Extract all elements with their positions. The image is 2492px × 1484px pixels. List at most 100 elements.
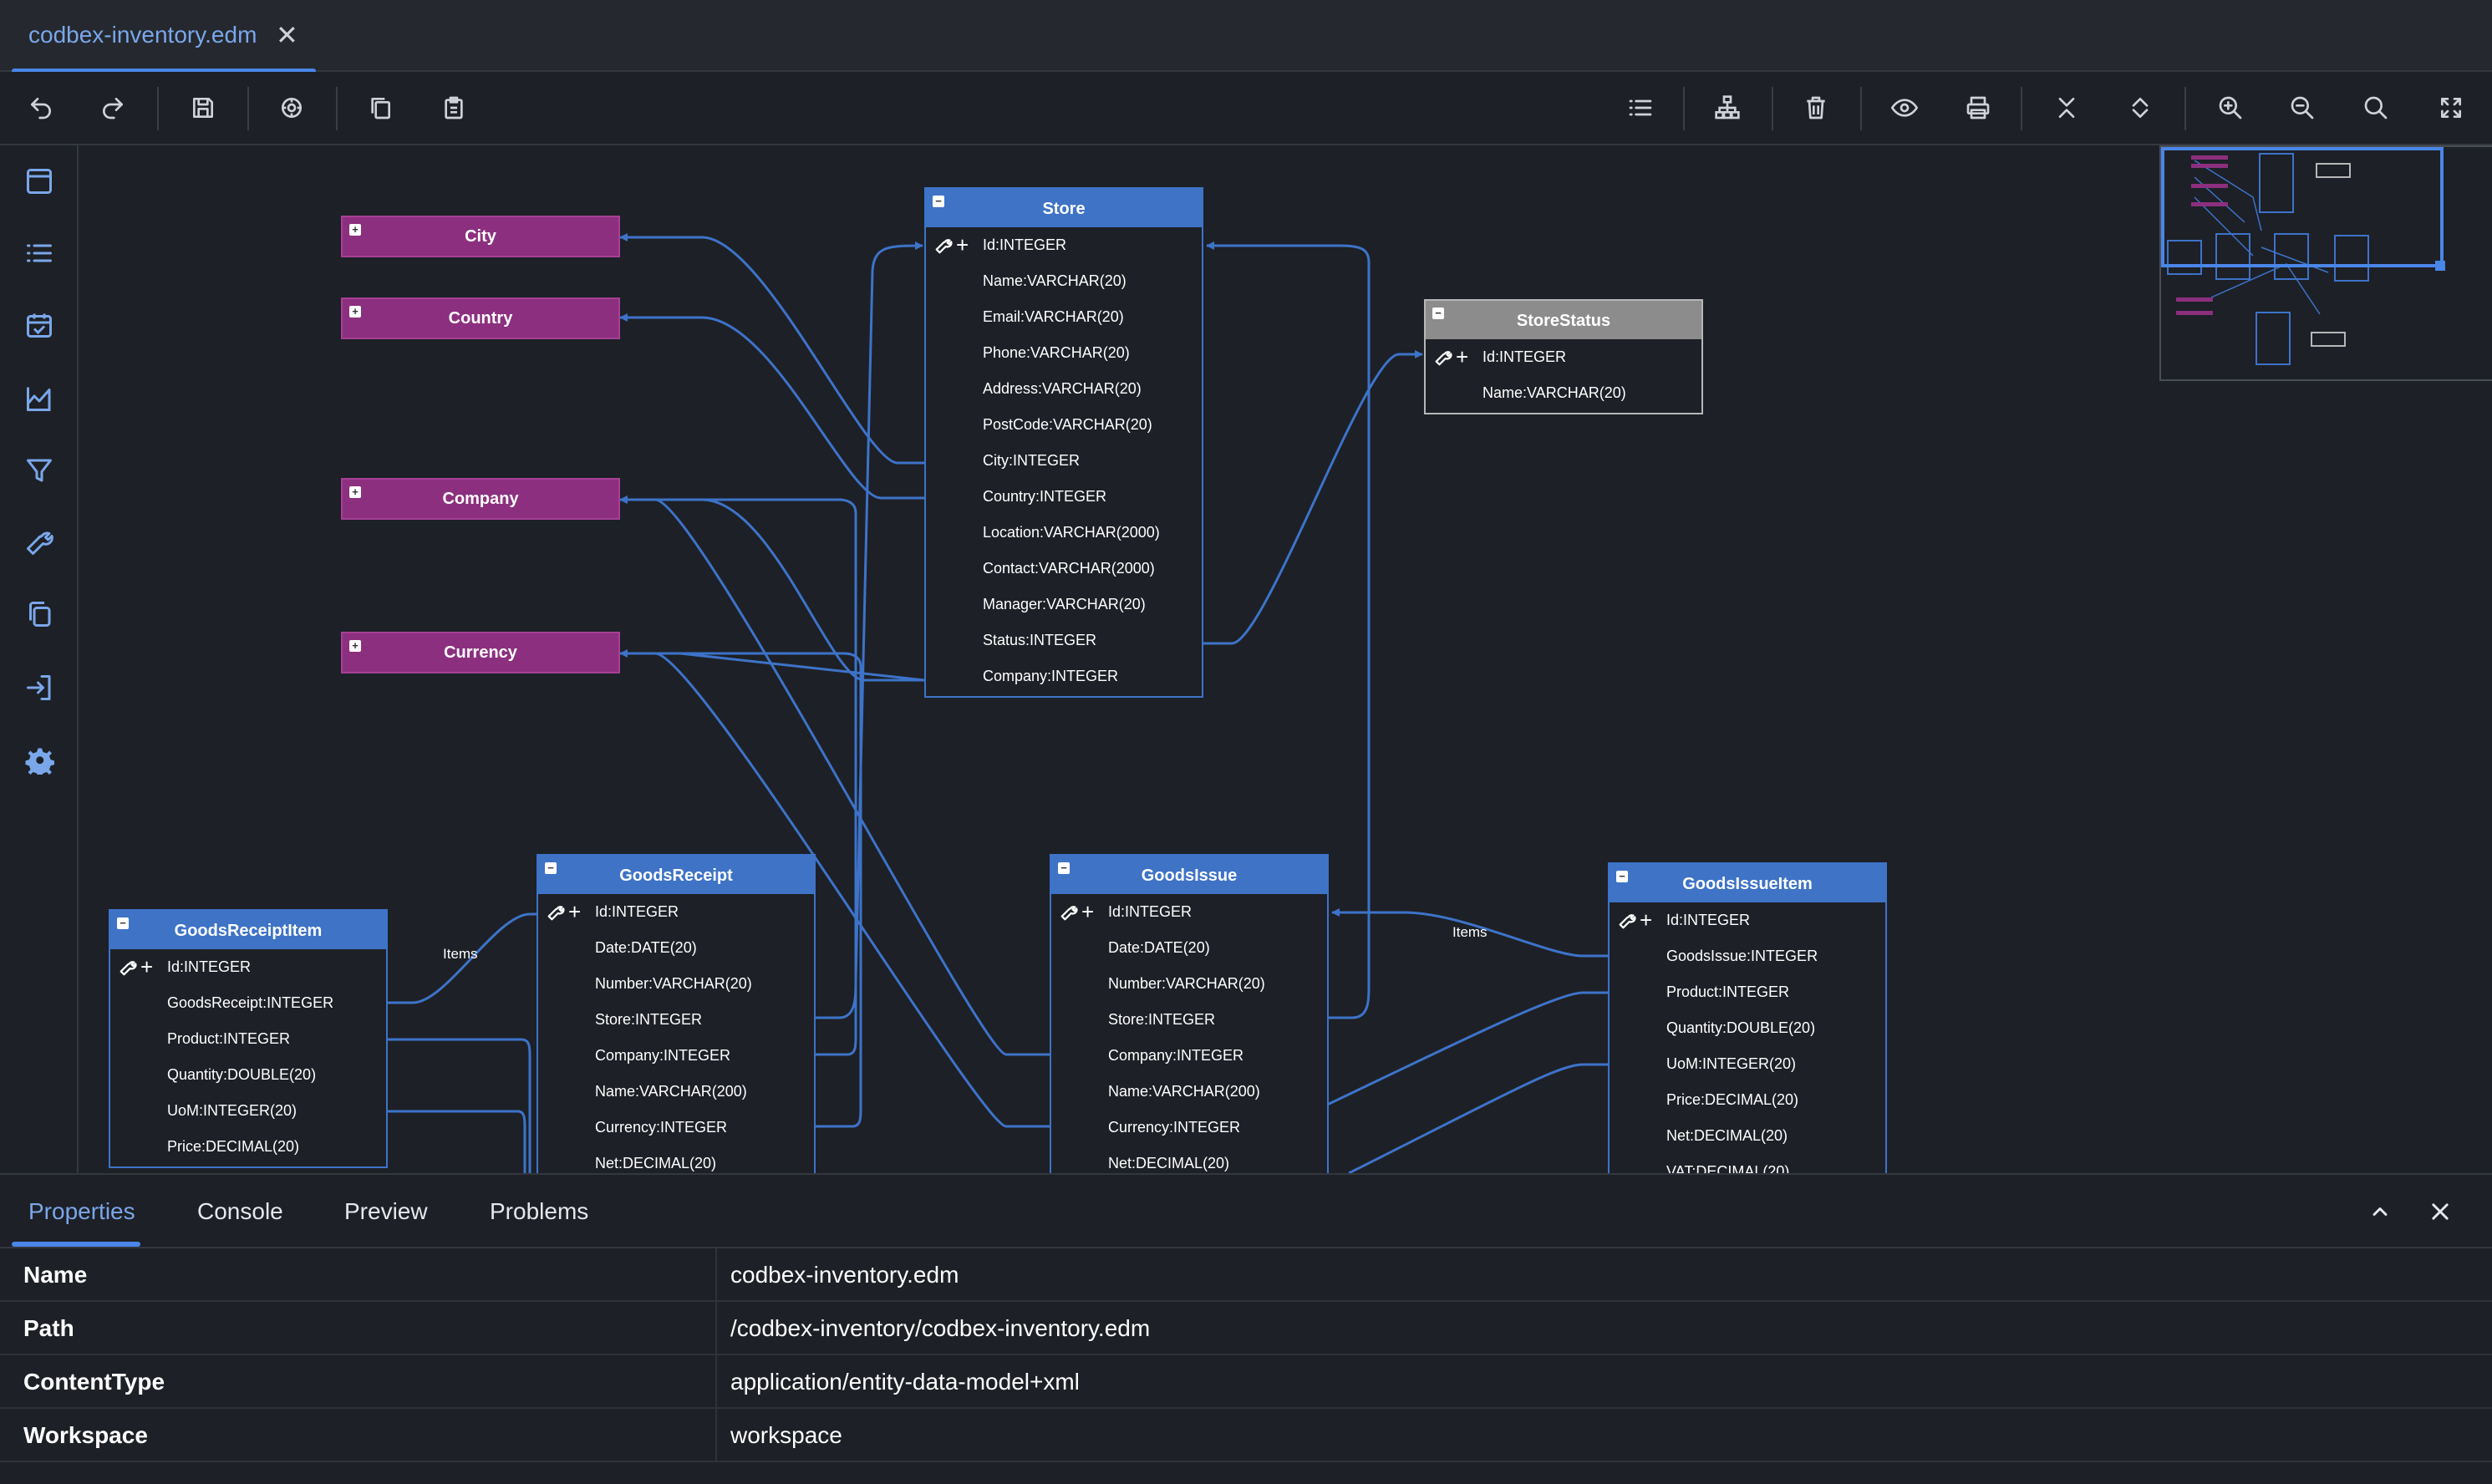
entity-field[interactable]: Number:VARCHAR(20)	[538, 966, 814, 1002]
tab-properties[interactable]: Properties	[28, 1198, 135, 1224]
delete-icon[interactable]	[1792, 84, 1840, 132]
entity-field[interactable]: +Id:INTEGER	[110, 949, 386, 985]
hierarchy-icon[interactable]	[1703, 84, 1752, 132]
entity-field[interactable]: +Id:INTEGER	[538, 894, 814, 930]
undo-icon[interactable]	[17, 84, 65, 132]
list-icon[interactable]	[15, 229, 64, 277]
entity-city[interactable]: + City	[341, 216, 620, 257]
entity-field[interactable]: +Id:INTEGER	[1426, 339, 1701, 375]
entity-field[interactable]: Store:INTEGER	[538, 1002, 814, 1038]
entity-field[interactable]: +Id:INTEGER	[926, 227, 1202, 263]
entity-field[interactable]: Address:VARCHAR(20)	[926, 371, 1202, 407]
entity-field[interactable]: Date:DATE(20)	[1051, 930, 1327, 966]
tab-console[interactable]: Console	[197, 1198, 283, 1224]
entity-field[interactable]: Company:INTEGER	[1051, 1038, 1327, 1074]
expand-toggle-icon[interactable]: +	[349, 306, 361, 318]
expand-icon[interactable]	[2116, 84, 2164, 132]
entity-field[interactable]: GoodsReceipt:INTEGER	[110, 985, 386, 1021]
entity-field[interactable]: Name:VARCHAR(20)	[1426, 375, 1701, 411]
tab-problems[interactable]: Problems	[490, 1198, 589, 1224]
entity-field[interactable]: UoM:INTEGER(20)	[110, 1093, 386, 1129]
zoom-out-icon[interactable]	[2278, 84, 2327, 132]
entity-country[interactable]: + Country	[341, 297, 620, 339]
entity-field[interactable]: Phone:VARCHAR(20)	[926, 335, 1202, 371]
entity-field[interactable]: Quantity:DOUBLE(20)	[110, 1057, 386, 1093]
entity-field[interactable]: Price:DECIMAL(20)	[110, 1129, 386, 1165]
zoom-actual-icon[interactable]	[2352, 84, 2400, 132]
editor-tab[interactable]: codbex-inventory.edm ✕	[0, 0, 316, 74]
redo-icon[interactable]	[89, 84, 137, 132]
entity-company[interactable]: + Company	[341, 478, 620, 520]
paste-icon[interactable]	[430, 84, 478, 132]
tab-close-icon[interactable]: ✕	[276, 20, 298, 50]
collapse-toggle-icon[interactable]: −	[933, 196, 944, 207]
entity-field[interactable]: VAT:DECIMAL(20)	[1610, 1154, 1885, 1173]
entity-field[interactable]: Manager:VARCHAR(20)	[926, 587, 1202, 623]
zoom-in-icon[interactable]	[2206, 84, 2255, 132]
diagram-minimap[interactable]	[2159, 145, 2492, 381]
entity-field[interactable]: PostCode:VARCHAR(20)	[926, 407, 1202, 443]
entity-field[interactable]: GoodsIssue:INTEGER	[1610, 938, 1885, 974]
entity-field[interactable]: Quantity:DOUBLE(20)	[1610, 1010, 1885, 1046]
entity-field[interactable]: Net:DECIMAL(20)	[1610, 1118, 1885, 1154]
copies-icon[interactable]	[15, 590, 64, 638]
entity-field[interactable]: Product:INTEGER	[110, 1021, 386, 1057]
collapse-toggle-icon[interactable]: −	[1058, 862, 1070, 874]
entity-field[interactable]: Email:VARCHAR(20)	[926, 299, 1202, 335]
entity-field[interactable]: UoM:INTEGER(20)	[1610, 1046, 1885, 1082]
entity-field[interactable]: +Id:INTEGER	[1051, 894, 1327, 930]
entity-currency[interactable]: + Currency	[341, 632, 620, 673]
wrench-icon[interactable]	[15, 518, 64, 567]
entity-field[interactable]: Date:DATE(20)	[538, 930, 814, 966]
close-icon[interactable]	[2422, 1193, 2459, 1230]
chart-icon[interactable]	[15, 374, 64, 423]
entity-field[interactable]: Currency:INTEGER	[1051, 1110, 1327, 1146]
print-icon[interactable]	[1954, 84, 2002, 132]
entity-field[interactable]: +Id:INTEGER	[1610, 902, 1885, 938]
entity-field[interactable]: Number:VARCHAR(20)	[1051, 966, 1327, 1002]
entity-field[interactable]: Name:VARCHAR(200)	[538, 1074, 814, 1110]
entity-field[interactable]: Price:DECIMAL(20)	[1610, 1082, 1885, 1118]
entity-field[interactable]: Location:VARCHAR(2000)	[926, 515, 1202, 551]
collapse-icon[interactable]	[2042, 84, 2091, 132]
preview-icon[interactable]	[1880, 84, 1929, 132]
fit-icon[interactable]	[2427, 84, 2475, 132]
collapse-toggle-icon[interactable]: −	[117, 917, 129, 929]
entity-field[interactable]: Company:INTEGER	[926, 658, 1202, 694]
expand-toggle-icon[interactable]: +	[349, 224, 361, 236]
expand-toggle-icon[interactable]: +	[349, 640, 361, 652]
entity-field[interactable]: Company:INTEGER	[538, 1038, 814, 1074]
window-icon[interactable]	[15, 157, 64, 206]
generate-icon[interactable]	[267, 84, 316, 132]
collapse-toggle-icon[interactable]: −	[1616, 871, 1628, 882]
list-icon[interactable]	[1616, 84, 1665, 132]
settings-icon[interactable]	[15, 735, 64, 784]
entity-field[interactable]: Net:DECIMAL(20)	[538, 1146, 814, 1173]
expand-toggle-icon[interactable]: +	[349, 486, 361, 498]
entity-field[interactable]: Product:INTEGER	[1610, 974, 1885, 1010]
import-icon[interactable]	[15, 663, 64, 712]
copy-icon[interactable]	[356, 84, 404, 132]
collapse-toggle-icon[interactable]: −	[1432, 307, 1444, 319]
diagram-canvas[interactable]: Items Items + City + Country + Company +…	[79, 145, 2492, 1173]
entity-field[interactable]: Store:INTEGER	[1051, 1002, 1327, 1038]
entity-field[interactable]: Currency:INTEGER	[538, 1110, 814, 1146]
collapse-toggle-icon[interactable]: −	[545, 862, 557, 874]
entity-field[interactable]: Status:INTEGER	[926, 623, 1202, 658]
tab-preview[interactable]: Preview	[344, 1198, 428, 1224]
entity-field[interactable]: Contact:VARCHAR(2000)	[926, 551, 1202, 587]
calendar-icon[interactable]	[15, 301, 64, 349]
entity-field[interactable]: Net:DECIMAL(20)	[1051, 1146, 1327, 1173]
filter-icon[interactable]	[15, 446, 64, 495]
save-icon[interactable]	[179, 84, 227, 132]
entity-field[interactable]: City:INTEGER	[926, 443, 1202, 479]
chevron-up-icon[interactable]	[2362, 1193, 2398, 1230]
entity-field[interactable]: Name:VARCHAR(20)	[926, 263, 1202, 299]
entity-field[interactable]: Name:VARCHAR(200)	[1051, 1074, 1327, 1110]
